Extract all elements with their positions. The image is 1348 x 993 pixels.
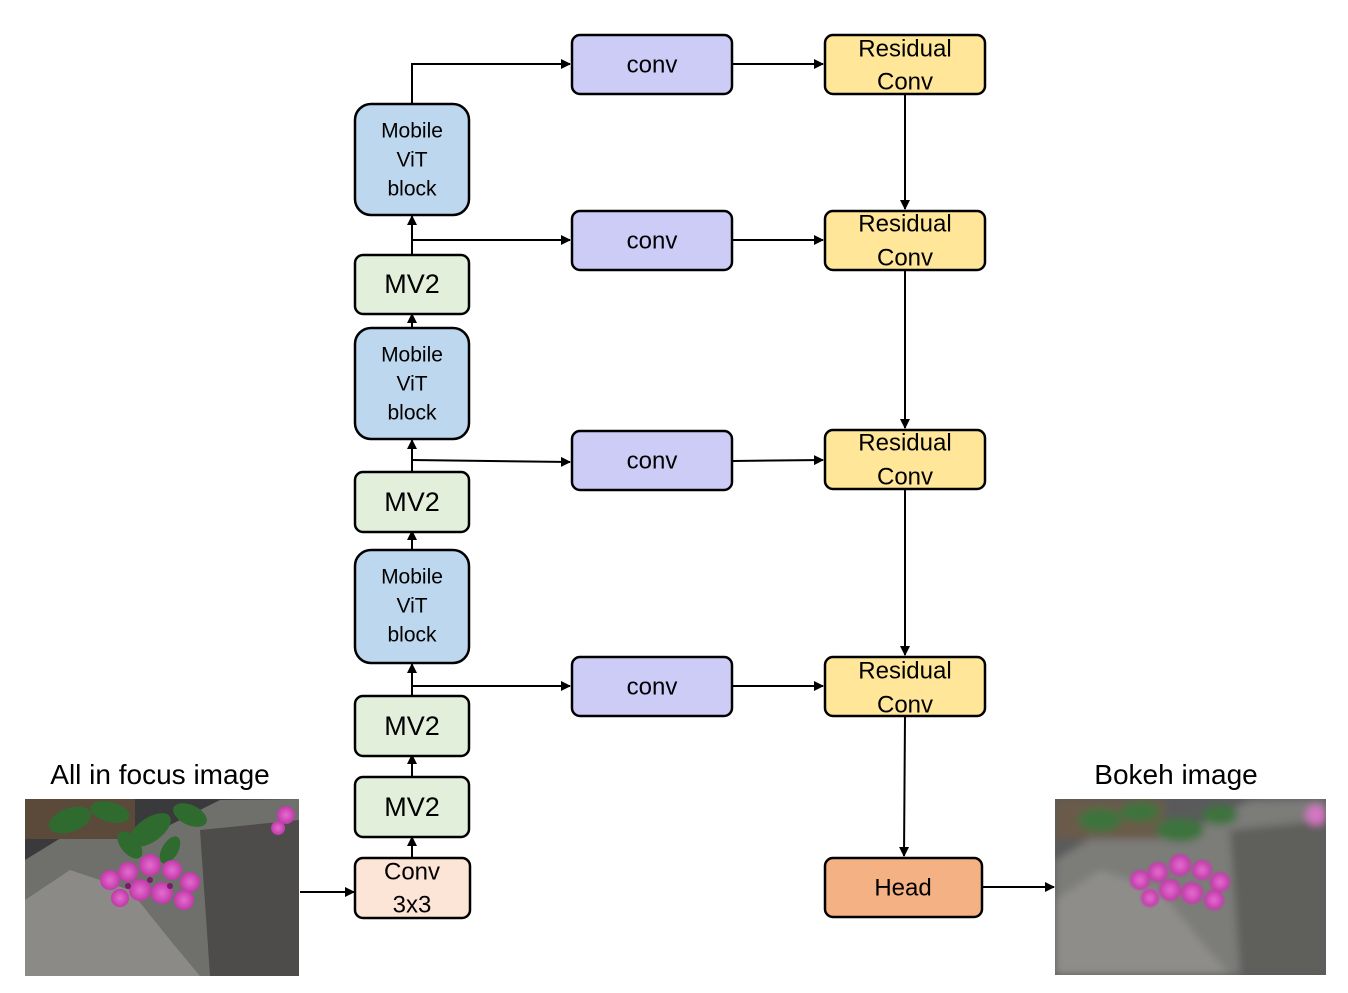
block-mobile-vit-3-label-3: block [387, 178, 437, 201]
input-image-caption: All in focus image [50, 759, 269, 790]
block-mobile-vit-1-label-2: ViT [396, 595, 427, 618]
arrow-res-4-to-head [899, 716, 910, 857]
connectors [300, 59, 1055, 897]
block-conv3x3: Conv 3x3 [353, 856, 472, 920]
block-conv-1-label: conv [627, 52, 678, 79]
block-conv3x3-label-1: Conv [384, 859, 440, 886]
block-residual-conv-1-label-2: Conv [877, 69, 933, 96]
output-image [1055, 799, 1326, 975]
block-mv2-2: MV2 [353, 694, 471, 758]
block-conv-2-label: conv [627, 228, 678, 255]
block-residual-conv-3: Residual Conv [823, 428, 987, 491]
block-mobile-vit-1-label-1: Mobile [381, 566, 443, 589]
block-mobile-vit-2-label-1: Mobile [381, 344, 443, 367]
block-mv2-1: MV2 [353, 775, 471, 839]
block-residual-conv-2-label-1: Residual [858, 211, 951, 238]
block-mobile-vit-2-label-2: ViT [396, 373, 427, 396]
block-residual-conv-4-label-2: Conv [877, 692, 933, 719]
block-residual-conv-4: Residual Conv [823, 655, 987, 719]
block-conv-4: conv [570, 655, 734, 718]
block-head: Head [823, 856, 984, 919]
block-mv2-4-label: MV2 [384, 269, 440, 299]
block-conv3x3-label-2: 3x3 [393, 892, 432, 919]
block-mobile-vit-3: Mobile ViT block [353, 102, 471, 217]
block-residual-conv-2-label-2: Conv [877, 245, 933, 272]
block-mv2-4: MV2 [353, 253, 471, 316]
block-conv-3-label: conv [627, 448, 678, 475]
block-residual-conv-1: Residual Conv [823, 33, 987, 96]
block-mv2-3: MV2 [353, 470, 471, 534]
block-residual-conv-3-label-1: Residual [858, 430, 951, 457]
block-conv-3: conv [570, 429, 734, 492]
output-image-caption: Bokeh image [1094, 759, 1257, 790]
block-mv2-2-label: MV2 [384, 711, 440, 741]
block-residual-conv-2: Residual Conv [823, 209, 987, 272]
block-residual-conv-4-label-1: Residual [858, 658, 951, 685]
block-mobile-vit-2: Mobile ViT block [353, 326, 471, 441]
block-mobile-vit-1: Mobile ViT block [353, 548, 471, 665]
arrow-skip-to-conv-3 [411, 456, 571, 467]
block-conv-4-label: conv [627, 674, 678, 701]
block-head-label: Head [874, 875, 931, 902]
block-mobile-vit-3-label-2: ViT [396, 149, 427, 172]
block-mobile-vit-1-label-3: block [387, 624, 437, 647]
block-mv2-1-label: MV2 [384, 792, 440, 822]
block-mobile-vit-3-label-1: Mobile [381, 120, 443, 143]
block-mv2-3-label: MV2 [384, 487, 440, 517]
block-residual-conv-1-label-1: Residual [858, 36, 951, 63]
block-conv-2: conv [570, 209, 734, 272]
block-residual-conv-3-label-2: Conv [877, 464, 933, 491]
arrow-conv-3-to-res-3 [732, 455, 824, 466]
block-mobile-vit-2-label-3: block [387, 402, 437, 425]
arrow-vit-3-to-conv-1 [411, 59, 571, 103]
input-image [25, 799, 299, 976]
block-conv-1: conv [570, 33, 734, 96]
